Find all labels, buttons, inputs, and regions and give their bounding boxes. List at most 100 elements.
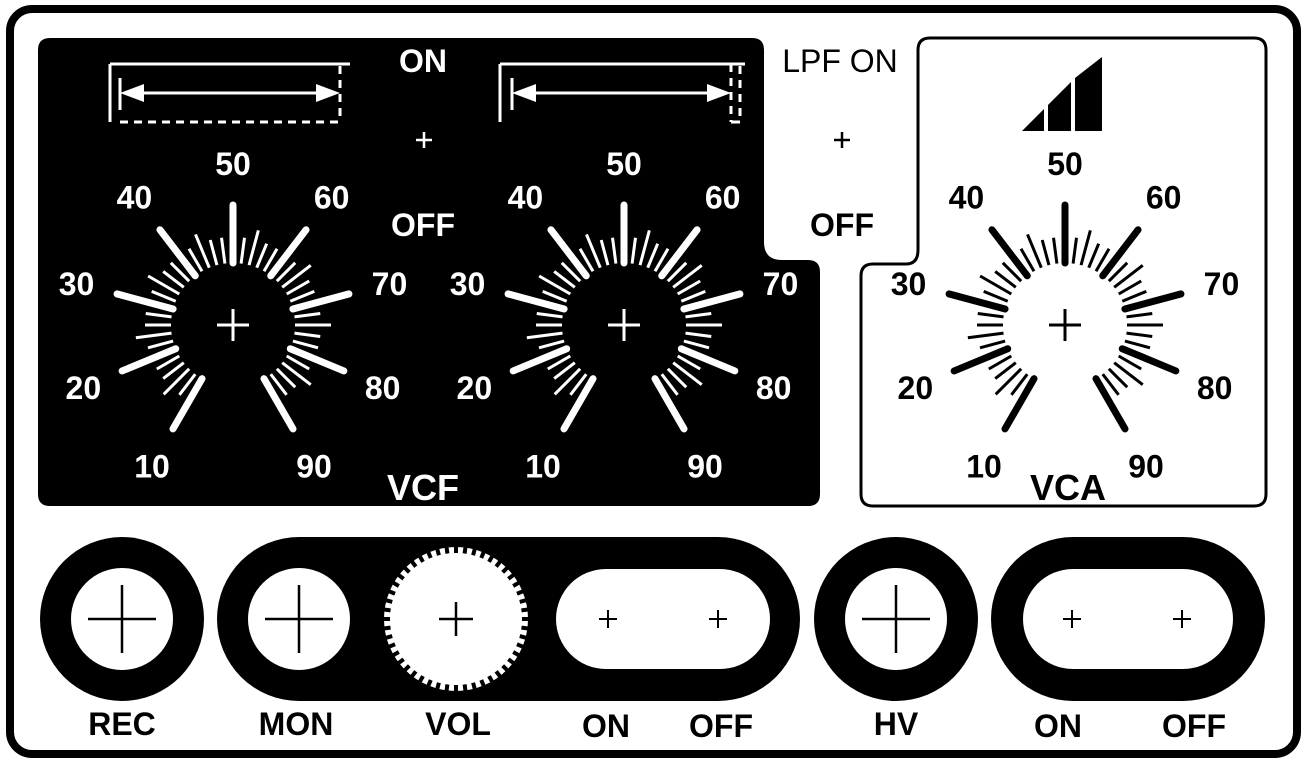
vcf-knob-left-minor-tick bbox=[269, 373, 288, 396]
vca-knob-minor-tick bbox=[1124, 339, 1151, 350]
vol-knob-knurl bbox=[521, 607, 529, 613]
vol-knob-knurl bbox=[471, 547, 477, 556]
vcf-knob-right-minor-tick bbox=[630, 237, 637, 264]
vcf-knob-left-scale-label: 50 bbox=[215, 146, 251, 182]
power-switch-2[interactable] bbox=[1023, 569, 1233, 669]
vcf-knob-right-minor-tick bbox=[653, 248, 670, 273]
vol-knob-knurl bbox=[426, 550, 433, 559]
power-switch-2-on-label: ON bbox=[1034, 708, 1082, 744]
vol-knob-knurl bbox=[487, 675, 495, 684]
vcf-knob-right-scale-label: 60 bbox=[705, 179, 741, 215]
vol-knob-knurl bbox=[519, 634, 528, 640]
power-switch-1[interactable] bbox=[556, 569, 770, 669]
vol-knob-knurl bbox=[384, 634, 393, 640]
vca-knob-minor-tick bbox=[1010, 373, 1029, 396]
vcf-knob-left-minor-tick bbox=[162, 367, 191, 396]
vcf-knob-left-minor-tick bbox=[294, 331, 321, 338]
vcf-knob-left-minor-tick bbox=[145, 312, 172, 319]
vol-knob-knurl bbox=[501, 565, 510, 574]
vca-knob-major-tick bbox=[945, 290, 1009, 313]
vcf-knob-right-minor-tick bbox=[646, 243, 660, 269]
vcf-knob-right-major-tick bbox=[680, 290, 744, 313]
hv-label: HV bbox=[874, 706, 919, 742]
vcf-knob-left-minor-tick bbox=[255, 243, 269, 269]
rec-jack-crosshair bbox=[88, 585, 156, 653]
vca-knob-major-tick bbox=[1121, 290, 1185, 313]
vol-knob-knurl bbox=[487, 554, 495, 563]
vcf-knob-right-minor-tick bbox=[553, 361, 576, 380]
vcf-knob-right-minor-tick bbox=[672, 264, 703, 289]
vca-knob-minor-tick bbox=[1052, 237, 1059, 264]
vca-knob-scale-label: 10 bbox=[966, 448, 1002, 484]
vcf-knob-left-minor-tick bbox=[275, 367, 297, 389]
vca-knob-scale-label: 40 bbox=[949, 179, 985, 215]
vca-knob-minor-tick bbox=[994, 367, 1023, 396]
vcf-knob-right-scale-label: 70 bbox=[763, 266, 799, 302]
vca-knob-major-tick bbox=[1118, 345, 1180, 375]
vol-knob-knurl bbox=[417, 675, 425, 684]
vcf-knob-left-minor-tick bbox=[156, 354, 181, 371]
vcf-switch-off-label: OFF bbox=[391, 207, 455, 243]
vol-knob-knurl bbox=[396, 657, 405, 666]
vcf-panel bbox=[38, 38, 820, 506]
vcf-knob-right-scale-label: 50 bbox=[606, 146, 642, 182]
vol-knob-knurl bbox=[396, 572, 405, 581]
vcf-knob-left-minor-tick bbox=[220, 237, 227, 264]
vcf-knob-left-minor-tick bbox=[194, 233, 211, 269]
vcf-knob-left-minor-tick bbox=[169, 261, 191, 283]
vcf-knob-right-minor-tick bbox=[578, 248, 595, 273]
vcf-knob-right-minor-tick bbox=[569, 373, 588, 396]
volume-ramp-icon bbox=[1022, 57, 1102, 131]
power-switch-1-off-label: OFF bbox=[689, 708, 753, 744]
vcf-range-indicator-right bbox=[498, 62, 745, 124]
vcf-knob-right-major-tick bbox=[651, 375, 688, 433]
vol-knob-knurl bbox=[501, 664, 510, 673]
vca-knob-scale-label: 30 bbox=[891, 266, 927, 302]
vcf-knob-right-minor-tick bbox=[538, 274, 572, 296]
vca-knob-minor-tick bbox=[1040, 239, 1051, 266]
vol-knob-knurl bbox=[387, 589, 396, 596]
vcf-knob-left-minor-tick bbox=[187, 248, 204, 273]
vcf-knob-right-minor-tick bbox=[685, 331, 712, 338]
vcf-knob-left-minor-tick bbox=[247, 229, 260, 266]
vol-knob-knurl bbox=[516, 589, 525, 596]
power-switch-1-on-label: ON bbox=[582, 708, 630, 744]
vcf-knob-left-scale-label: 80 bbox=[365, 370, 401, 406]
vcf-knob-right-major-tick bbox=[560, 375, 597, 433]
power-switch-1-marks bbox=[599, 610, 727, 628]
vcf-knob-right-minor-tick bbox=[553, 270, 576, 289]
vca-knob-minor-tick bbox=[1071, 237, 1078, 264]
vcf-knob-right-scale-label: 40 bbox=[508, 179, 544, 215]
vca-knob-scale-label: 20 bbox=[898, 370, 934, 406]
vol-knob-knurl bbox=[462, 546, 468, 554]
vca-knob-minor-tick bbox=[1113, 264, 1144, 289]
lpf-switch-mount[interactable] bbox=[834, 132, 850, 148]
vol-knob-knurl bbox=[516, 642, 525, 649]
vca-knob-scale-label: 70 bbox=[1204, 266, 1240, 302]
vcf-knob-left-minor-tick bbox=[262, 248, 279, 273]
vol-knob-knurl bbox=[521, 625, 529, 631]
vcf-knob-right-minor-tick bbox=[638, 229, 651, 266]
vcf-knob-left-minor-tick bbox=[135, 331, 172, 340]
vcf-knob-left-minor-tick bbox=[162, 361, 185, 380]
vol-knob-knurl bbox=[387, 642, 396, 649]
vcf-knob-left-minor-tick bbox=[285, 354, 310, 371]
vcf-knob-left-scale-label: 20 bbox=[66, 370, 102, 406]
vcf-knob-left-scale-label: 90 bbox=[296, 448, 332, 484]
vol-knob[interactable] bbox=[383, 546, 529, 692]
vol-knob-knurl bbox=[479, 550, 486, 559]
vca-knob-minor-tick bbox=[1117, 279, 1142, 296]
vca-knob-minor-tick bbox=[1107, 261, 1129, 283]
rec-label: REC bbox=[88, 706, 156, 742]
vol-knob-knurl bbox=[402, 565, 411, 574]
vcf-knob-right-major-tick bbox=[509, 345, 571, 375]
vcf-knob-right-minor-tick bbox=[611, 237, 618, 264]
vca-knob-minor-tick bbox=[994, 361, 1017, 380]
vcf-knob-left-major-tick bbox=[118, 345, 180, 375]
lpf-switch-off-label: OFF bbox=[810, 207, 874, 243]
vcf-switch-mount[interactable] bbox=[416, 132, 432, 148]
vca-knob-minor-tick bbox=[1121, 289, 1147, 303]
